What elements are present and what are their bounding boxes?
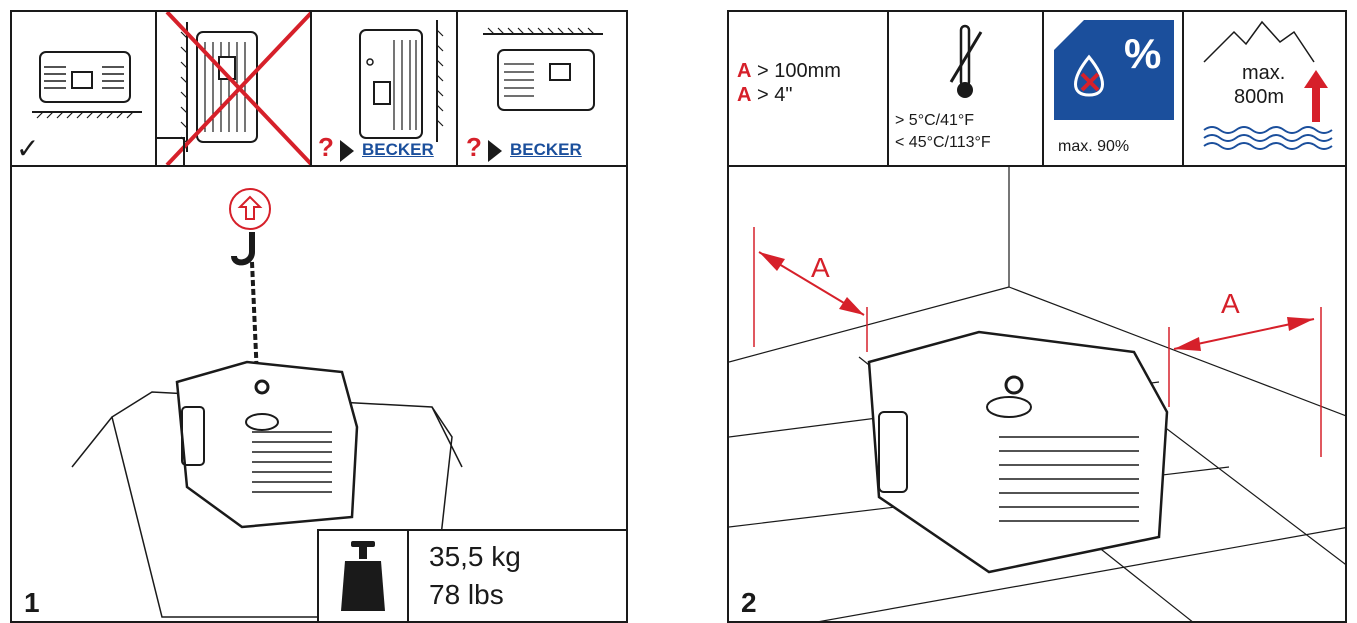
check-icon: ✓ bbox=[16, 133, 40, 164]
altitude-max-label: max. bbox=[1242, 62, 1286, 84]
becker-logo-2: BECKER bbox=[510, 140, 582, 159]
orientation-wall-forbidden bbox=[157, 12, 312, 165]
installation-panel-1: ✓ ? bbox=[10, 10, 628, 623]
question-icon: ? bbox=[318, 132, 334, 162]
clearance-mm: > 100mm bbox=[751, 60, 841, 82]
weight-lbs: 78 lbs bbox=[429, 579, 504, 610]
mounting-orientation-row: ✓ ? bbox=[12, 12, 626, 167]
dimension-a-left: A bbox=[811, 252, 830, 283]
pump-body-icon bbox=[175, 360, 359, 529]
step-number-2: 2 bbox=[741, 587, 757, 618]
temp-max: < 45°C/113°F bbox=[895, 134, 991, 151]
clearance-in: > 4" bbox=[751, 84, 793, 106]
clearance-a-label: A bbox=[737, 60, 752, 82]
becker-logo: BECKER bbox=[362, 140, 434, 159]
altitude-cell: max. 800m bbox=[1184, 12, 1345, 165]
pump-ceiling-icon bbox=[483, 27, 603, 111]
lifting-illustration bbox=[71, 188, 463, 618]
checkbox-empty bbox=[157, 137, 185, 165]
orientation-floor-ok: ✓ bbox=[12, 12, 157, 165]
orientation-wall-consult: ? BECKER bbox=[312, 12, 458, 165]
pump-floor-icon bbox=[32, 51, 142, 119]
crane-hook-icon bbox=[231, 232, 255, 266]
orientation-ceiling-consult: ? BECKER bbox=[458, 12, 626, 165]
dimension-a-right: A bbox=[1221, 288, 1240, 319]
box-icon bbox=[111, 391, 453, 618]
environment-requirements-row: A > 100mm A > 4" > 5°C/41°F < 45°C/113°F… bbox=[729, 12, 1345, 167]
lift-up-icon bbox=[237, 195, 263, 220]
clearance-illustration bbox=[729, 167, 1345, 621]
percent-symbol: % bbox=[1124, 30, 1162, 77]
thermometer-icon bbox=[949, 24, 983, 98]
clearance-a-label-2: A bbox=[737, 84, 752, 106]
pump-wall-icon bbox=[359, 20, 444, 142]
arrow-right-icon bbox=[340, 140, 354, 162]
altitude-value: 800m bbox=[1234, 86, 1285, 108]
arrow-right-icon-2 bbox=[488, 140, 502, 162]
weight-box: 35,5 kg 78 lbs bbox=[317, 529, 626, 621]
weight-icon bbox=[341, 541, 385, 611]
mountain-icon bbox=[1203, 20, 1333, 150]
pump-installed-icon bbox=[867, 330, 1169, 574]
question-icon-2: ? bbox=[466, 132, 482, 162]
weight-divider bbox=[407, 531, 409, 621]
clearance-cell: A > 100mm A > 4" bbox=[729, 12, 889, 165]
humidity-max: max. 90% bbox=[1058, 138, 1130, 155]
step-number-1: 1 bbox=[24, 587, 40, 618]
temperature-cell: > 5°C/41°F < 45°C/113°F bbox=[889, 12, 1044, 165]
humidity-cell: % max. 90% bbox=[1044, 12, 1184, 165]
temp-min: > 5°C/41°F bbox=[895, 112, 975, 129]
pump-wall-crossed-icon bbox=[165, 12, 310, 165]
weight-kg: 35,5 kg bbox=[429, 541, 521, 572]
installation-panel-2: A > 100mm A > 4" > 5°C/41°F < 45°C/113°F… bbox=[727, 10, 1347, 623]
humidity-icon bbox=[1054, 20, 1174, 120]
